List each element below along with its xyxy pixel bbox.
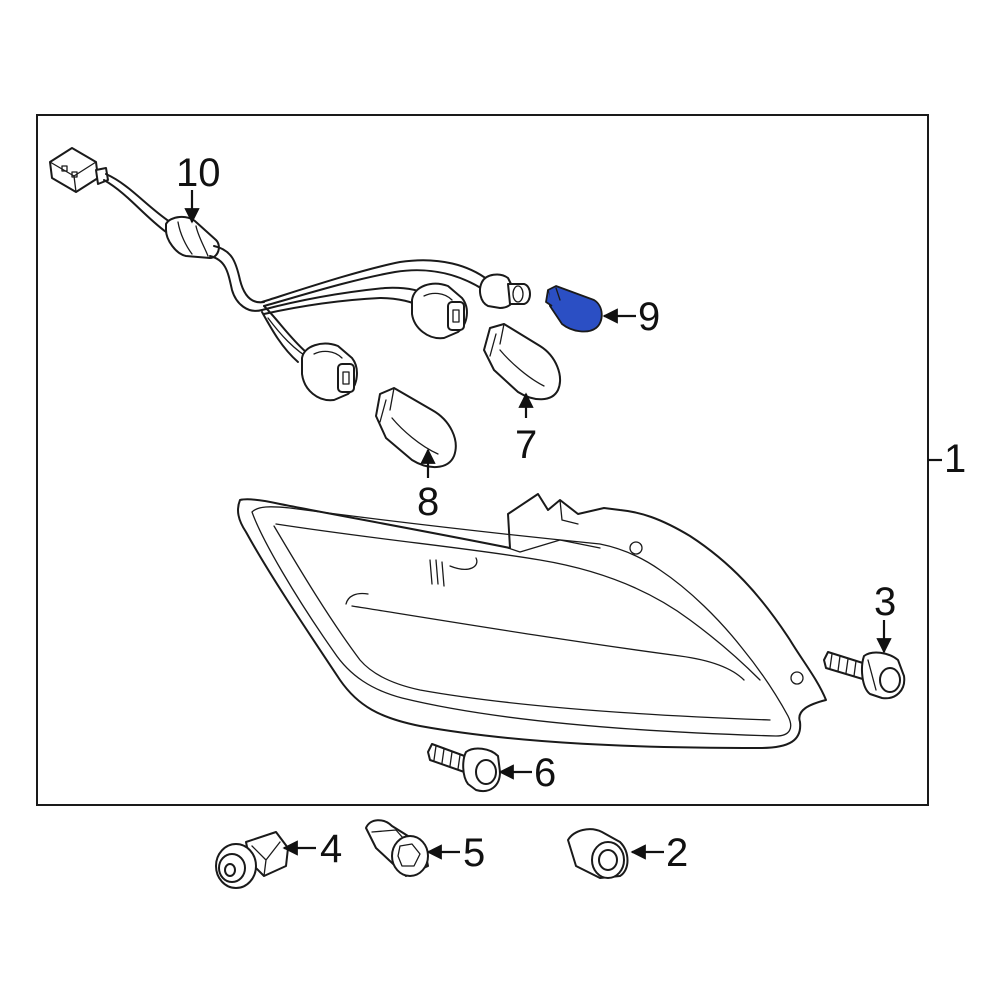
socket-small: [479, 273, 531, 309]
callout-2: 2: [666, 831, 688, 875]
bolt-part-3[interactable]: [823, 651, 906, 700]
callout-6: 6: [534, 751, 556, 795]
callout-4: 4: [320, 827, 342, 871]
callout-8: 8: [417, 480, 439, 524]
harness-connector: [49, 147, 109, 193]
screw-part-6[interactable]: [427, 743, 501, 792]
callout-7: 7: [515, 423, 537, 467]
leader-arrows: [184, 190, 942, 860]
callout-3: 3: [874, 580, 896, 624]
socket-left: [301, 342, 358, 402]
clip-part-5[interactable]: [365, 819, 429, 877]
callout-9: 9: [638, 295, 660, 339]
lamp-housing[interactable]: [237, 493, 827, 749]
callout-1: 1: [944, 437, 966, 481]
bulb-part-8[interactable]: [375, 387, 457, 468]
socket-middle: [411, 282, 468, 340]
bulb-part-7[interactable]: [483, 323, 561, 401]
callout-10: 10: [176, 151, 221, 195]
clip-part-4[interactable]: [215, 831, 289, 889]
bulb-part-9[interactable]: [545, 285, 603, 333]
wiring-harness[interactable]: [49, 147, 531, 402]
callout-5: 5: [463, 831, 485, 875]
callout-labels: 10 9 7 8 1 3 6 4 5 2: [176, 151, 966, 875]
nut-part-2[interactable]: [567, 828, 629, 879]
